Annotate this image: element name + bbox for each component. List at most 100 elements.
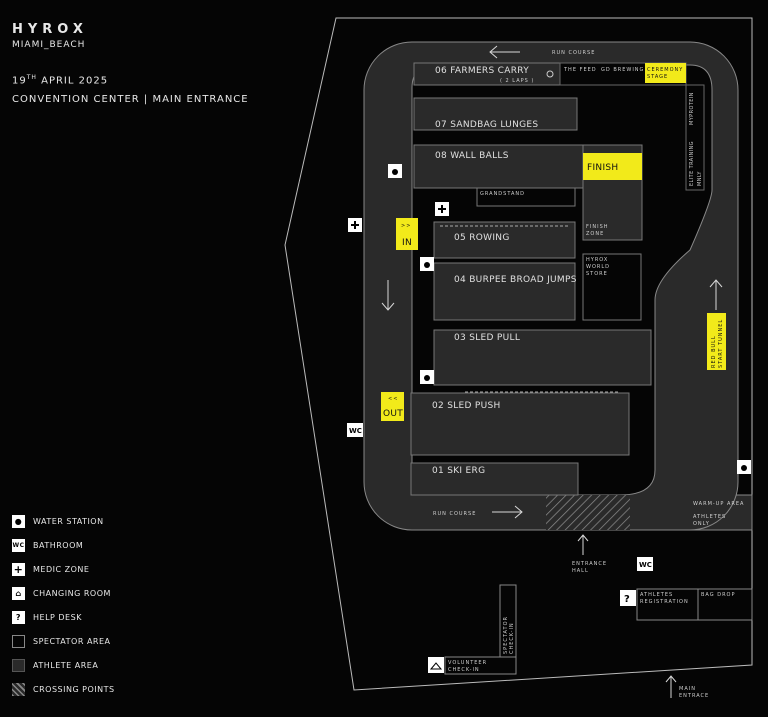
entrance-hall-label: ENTRANCE	[572, 561, 607, 567]
svg-text:?: ?	[624, 594, 630, 605]
station-03-sled-pull[interactable]: 03 SLED PULL	[433, 329, 652, 393]
svg-text:02 SLED PUSH: 02 SLED PUSH	[432, 401, 501, 411]
svg-text:IN: IN	[402, 238, 412, 248]
svg-text:04 BURPEE BROAD JUMPS: 04 BURPEE BROAD JUMPS	[454, 275, 577, 285]
athlete-out-marker: << OUT	[381, 392, 404, 421]
station-06-farmers-carry[interactable]: 06 FARMERS CARRY ( 2 LAPS )	[413, 62, 561, 86]
legend-bathroom: WC BATHROOM	[12, 539, 83, 552]
medic-cross-icon	[435, 202, 449, 216]
volunteer-check-in	[444, 656, 517, 675]
help-icon: ?	[12, 611, 25, 624]
water-station-icon	[388, 164, 402, 178]
legend-label: CHANGING ROOM	[33, 589, 111, 598]
svg-text:WORLD: WORLD	[586, 264, 610, 270]
red-bull-start-tunnel: RED BULL START TUNNEL	[707, 313, 726, 370]
svg-text:05 ROWING: 05 ROWING	[454, 233, 510, 243]
legend-crossing-points: CROSSING POINTS	[12, 683, 115, 696]
date-rest: APRIL 2025	[36, 75, 109, 87]
run-direction-arrow	[381, 280, 395, 311]
legend-label: MEDIC ZONE	[33, 565, 90, 574]
run-course-label-bottom: RUN COURSE	[433, 511, 476, 517]
medic-cross-icon	[348, 218, 362, 232]
crossing-point	[546, 495, 630, 530]
athletes-only-label: ATHLETES	[693, 514, 726, 520]
legend-athlete-area: ATHLETE AREA	[12, 659, 98, 672]
grandstand	[476, 187, 576, 207]
legend-label: BATHROOM	[33, 541, 84, 550]
legend-help-desk: ? HELP DESK	[12, 611, 82, 624]
svg-text:06 FARMERS CARRY: 06 FARMERS CARRY	[435, 66, 529, 76]
date-day: 19	[12, 75, 27, 87]
svg-text:03 SLED PULL: 03 SLED PULL	[454, 333, 520, 343]
brand-title: HYROX	[12, 22, 88, 37]
station-02-sled-push[interactable]: 02 SLED PUSH	[410, 392, 630, 456]
legend-changing-room: ⌂ CHANGING ROOM	[12, 587, 111, 600]
mnly-label: MNLY	[697, 171, 703, 186]
svg-text:WC: WC	[349, 427, 362, 435]
hyrox-world-store: HYROX WORLD STORE	[582, 253, 642, 321]
station-04-burpee-broad-jumps[interactable]: 04 BURPEE BROAD JUMPS	[433, 262, 577, 321]
svg-text:HYROX: HYROX	[586, 257, 608, 263]
volunteer-check-in-label-2: CHECK-IN	[448, 667, 480, 673]
hanger-icon: ⌂	[12, 587, 25, 600]
entrance-hall-label-2: HALL	[572, 568, 589, 574]
legend-spectator-area: SPECTATOR AREA	[12, 635, 111, 648]
athlete-area-swatch	[12, 659, 25, 672]
water-drop-icon: ●	[12, 515, 25, 528]
warmup-label: WARM-UP AREA	[693, 501, 744, 507]
the-feed-label: THE FEED	[563, 67, 597, 73]
legend-label: CROSSING POINTS	[33, 685, 115, 694]
legend-label: ATHLETE AREA	[33, 661, 99, 670]
venue-label: CONVENTION CENTER | MAIN ENTRANCE	[12, 94, 249, 105]
elite-training-label: ELITE TRAINING	[689, 141, 695, 186]
run-direction-arrow	[492, 505, 523, 519]
date-suffix: TH	[26, 74, 37, 81]
legend-label: HELP DESK	[33, 613, 82, 622]
svg-text:08 WALL BALLS: 08 WALL BALLS	[435, 151, 509, 161]
bag-drop-label: BAG DROP	[701, 592, 736, 598]
water-station-icon	[737, 460, 751, 474]
svg-text:STAGE: STAGE	[647, 74, 668, 80]
event-date: 19TH APRIL 2025	[12, 74, 108, 86]
svg-text:FINISH: FINISH	[586, 224, 609, 230]
station-07-sandbag-lunges[interactable]: 07 SANDBAG LUNGES	[413, 97, 578, 131]
station-05-rowing[interactable]: 05 ROWING	[433, 221, 576, 259]
legend-medic-zone: + MEDIC ZONE	[12, 563, 89, 576]
help-desk-icon: ?	[620, 590, 636, 606]
svg-text:WC: WC	[639, 561, 652, 569]
athletes-registration-label-2: REGISTRATION	[640, 599, 689, 605]
water-station-icon	[420, 370, 434, 384]
ceremony-stage: CEREMONY STAGE	[645, 63, 686, 83]
spectator-check-in-label: SPECTATOR	[503, 616, 509, 654]
city-label: MIAMI_BEACH	[12, 40, 86, 50]
hanger-icon	[428, 657, 444, 673]
station-08-wall-balls[interactable]: 08 WALL BALLS	[413, 144, 584, 189]
svg-text:07 SANDBAG LUNGES: 07 SANDBAG LUNGES	[435, 120, 538, 130]
svg-text:>>: >>	[401, 223, 411, 229]
svg-text:STORE: STORE	[586, 271, 608, 277]
athletes-only-label-2: ONLY	[693, 521, 710, 527]
run-direction-arrow	[489, 45, 520, 59]
grandstand-label: GRANDSTAND	[480, 191, 525, 197]
gd-brewing-label: GD BREWING	[601, 67, 644, 73]
loop-icon	[546, 70, 554, 78]
station-01-ski-erg[interactable]: 01 SKI ERG	[410, 462, 579, 496]
sponsor-column	[685, 84, 705, 191]
athlete-in-marker: >> IN	[396, 218, 418, 250]
svg-text:01 SKI ERG: 01 SKI ERG	[432, 466, 485, 476]
svg-text:ZONE: ZONE	[586, 231, 604, 237]
svg-text:FINISH: FINISH	[587, 163, 619, 173]
main-entrance-arrow	[665, 675, 677, 698]
wc-icon: WC	[347, 423, 363, 437]
run-course-label-top: RUN COURSE	[552, 50, 595, 56]
volunteer-check-in-label: VOLUNTEER	[448, 660, 487, 666]
medic-cross-icon: +	[12, 563, 25, 576]
legend-water-station: ●WATER STATION	[12, 515, 104, 528]
svg-text:START TUNNEL: START TUNNEL	[718, 319, 724, 368]
station-note: ( 2 LAPS )	[500, 78, 534, 84]
svg-text:OUT: OUT	[383, 409, 403, 419]
run-direction-arrow	[709, 279, 723, 310]
svg-text:RED BULL: RED BULL	[711, 335, 717, 368]
wc-icon: WC	[12, 539, 25, 552]
